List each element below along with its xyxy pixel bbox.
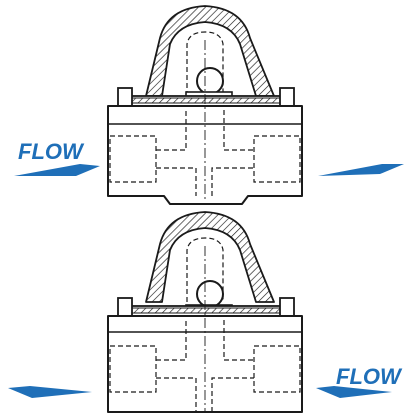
lower-bonnet-cavity: [186, 237, 224, 302]
lower-internal-passage: [156, 320, 254, 412]
lower-flow-indicator: FLOW: [8, 364, 403, 398]
upper-outlet-arrow: [318, 164, 404, 176]
lower-flow-label: FLOW: [336, 364, 403, 389]
lower-left-port: [109, 345, 157, 393]
upper-check-ball: [196, 67, 224, 95]
lower-right-arrow: [316, 386, 392, 398]
lower-valve: [107, 211, 303, 413]
upper-gasket-hatched: [131, 97, 281, 104]
lower-bonnet-hatched: [145, 211, 275, 303]
lower-left-arrow: [8, 386, 92, 398]
lower-right-port: [253, 345, 301, 393]
lower-check-ball: [196, 280, 224, 308]
lower-gasket-hatched: [131, 307, 281, 314]
upper-outlet-port: [253, 135, 301, 183]
upper-internal-passage: [156, 110, 254, 196]
upper-bonnet-cavity: [186, 31, 224, 96]
upper-valve: [107, 5, 303, 205]
upper-inlet-port: [109, 135, 157, 183]
upper-inlet-arrow: [14, 164, 100, 176]
upper-flow-label: FLOW: [18, 139, 85, 164]
upper-flow-indicator: FLOW: [14, 139, 404, 176]
